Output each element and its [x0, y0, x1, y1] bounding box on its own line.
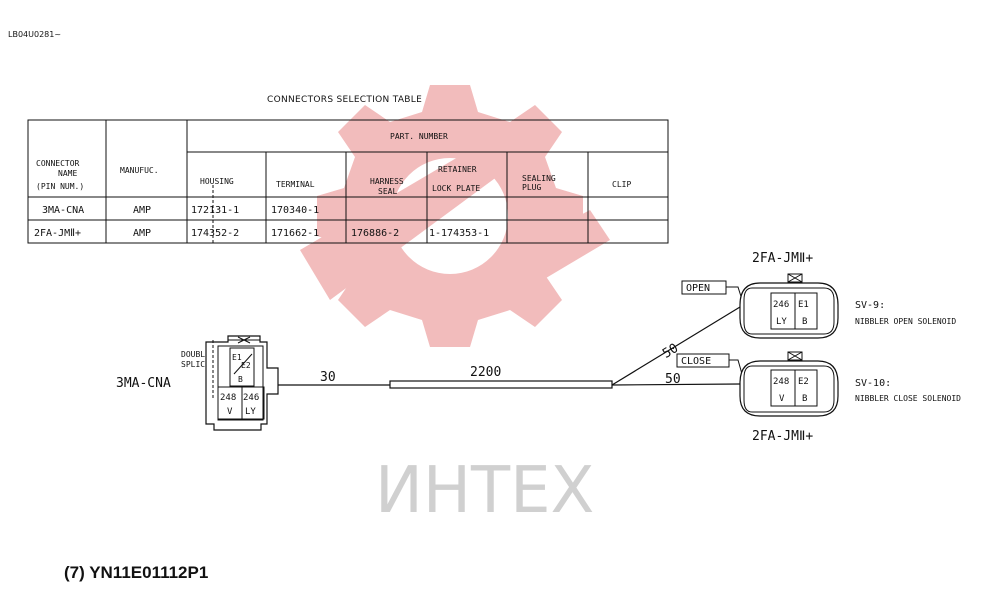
double-splice-label: DOUBLE [181, 350, 210, 359]
watermark-logo [300, 85, 610, 347]
top-wire-a: LY [776, 317, 787, 327]
table-row: 3MA-CNA AMP 172131-1 170340-1 [42, 205, 319, 216]
header-manufuc: MANUFUC. [120, 166, 159, 175]
header-clip: CLIP [612, 180, 631, 189]
close-tag: CLOSE [681, 356, 711, 367]
wire-harness [278, 306, 741, 389]
left-connector-3ma-cna: 3MA-CNA DOUBLE SPLICE E1 E2 B 248 246 V … [116, 335, 279, 431]
header-retainer: RETAINER [438, 165, 477, 174]
bottom-wire-a: V [779, 394, 785, 404]
watermark-text: ИНТЕХ [375, 454, 594, 528]
left-connector-name: 3MA-CNA [116, 376, 171, 391]
row1-connector: 3MA-CNA [42, 205, 84, 216]
row1-terminal: 170340-1 [271, 205, 319, 216]
header-seal: SEAL [378, 187, 397, 196]
sv9-id: SV-9: [855, 300, 885, 311]
double-splice-label-2: SPLICE [181, 360, 210, 369]
sv10-desc: NIBBLER CLOSE SOLENOID [855, 394, 961, 403]
row2-connector: 2FA-JMⅡ+ [34, 228, 81, 239]
bottom-connector-2fa-jm: CLOSE 248 E2 V B SV-10: NIBBLER CLOSE SO… [676, 351, 961, 444]
left-e2: E2 [241, 361, 251, 370]
sv9-desc: NIBBLER OPEN SOLENOID [855, 317, 956, 326]
left-b: B [238, 375, 243, 384]
header-harness: HARNESS [370, 177, 404, 186]
header-terminal: TERMINAL [276, 180, 315, 189]
bottom-e: E2 [798, 377, 809, 387]
bottom-connector-name: 2FA-JMⅡ+ [752, 429, 813, 444]
figure-caption: (7) YN11E01112P1 [64, 563, 209, 582]
table-title: CONNECTORS SELECTION TABLE [267, 95, 423, 105]
header-part-number: PART. NUMBER [390, 132, 448, 141]
top-e: E1 [798, 300, 809, 310]
header-pin-num: (PIN NUM.) [36, 182, 84, 191]
row2-housing: 174352-2 [191, 228, 239, 239]
sv10-id: SV-10: [855, 378, 891, 389]
connectors-table [27, 119, 669, 245]
header-connector: CONNECTOR [36, 159, 80, 168]
left-pin-b: 246 [243, 393, 259, 403]
harness-length-2200: 2200 [470, 365, 501, 380]
header-connector-name: NAME [58, 169, 77, 178]
row1-manufuc: AMP [133, 205, 151, 216]
wire-length-30: 30 [320, 370, 336, 385]
row2-terminal: 171662-1 [271, 228, 319, 239]
table-row: 2FA-JMⅡ+ AMP 174352-2 171662-1 176886-2 … [34, 228, 489, 239]
top-connector-2fa-jm: 2FA-JMⅡ+ OPEN 246 E1 LY B SV-9: NIBBLER … [681, 251, 956, 339]
left-wire-a: V [227, 407, 233, 417]
row1-housing: 172131-1 [191, 205, 239, 216]
row2-retainer: 1-174353-1 [429, 228, 489, 239]
top-connector-name: 2FA-JMⅡ+ [752, 251, 813, 266]
left-e1: E1 [232, 353, 242, 362]
table-header: CONNECTOR NAME (PIN NUM.) MANUFUC. PART.… [36, 132, 631, 196]
left-wire-b: LY [245, 407, 256, 417]
document-reference: LB04U0281~ [8, 30, 62, 39]
top-wire-b: B [802, 317, 807, 327]
header-sealing: SEALING [522, 174, 556, 183]
header-plug: PLUG [522, 183, 541, 192]
open-tag: OPEN [686, 283, 710, 294]
bottom-wire-b: B [802, 394, 807, 404]
branch-length-bottom: 50 [665, 372, 681, 387]
top-pin: 246 [773, 300, 789, 310]
branch-length-top: 50 [660, 341, 681, 362]
row2-manufuc: AMP [133, 228, 151, 239]
header-lock-plate: LOCK PLATE [432, 184, 480, 193]
header-housing: HOUSING [200, 177, 234, 186]
left-pin-a: 248 [220, 393, 236, 403]
row2-harness-seal: 176886-2 [351, 228, 399, 239]
bottom-pin: 248 [773, 377, 789, 387]
